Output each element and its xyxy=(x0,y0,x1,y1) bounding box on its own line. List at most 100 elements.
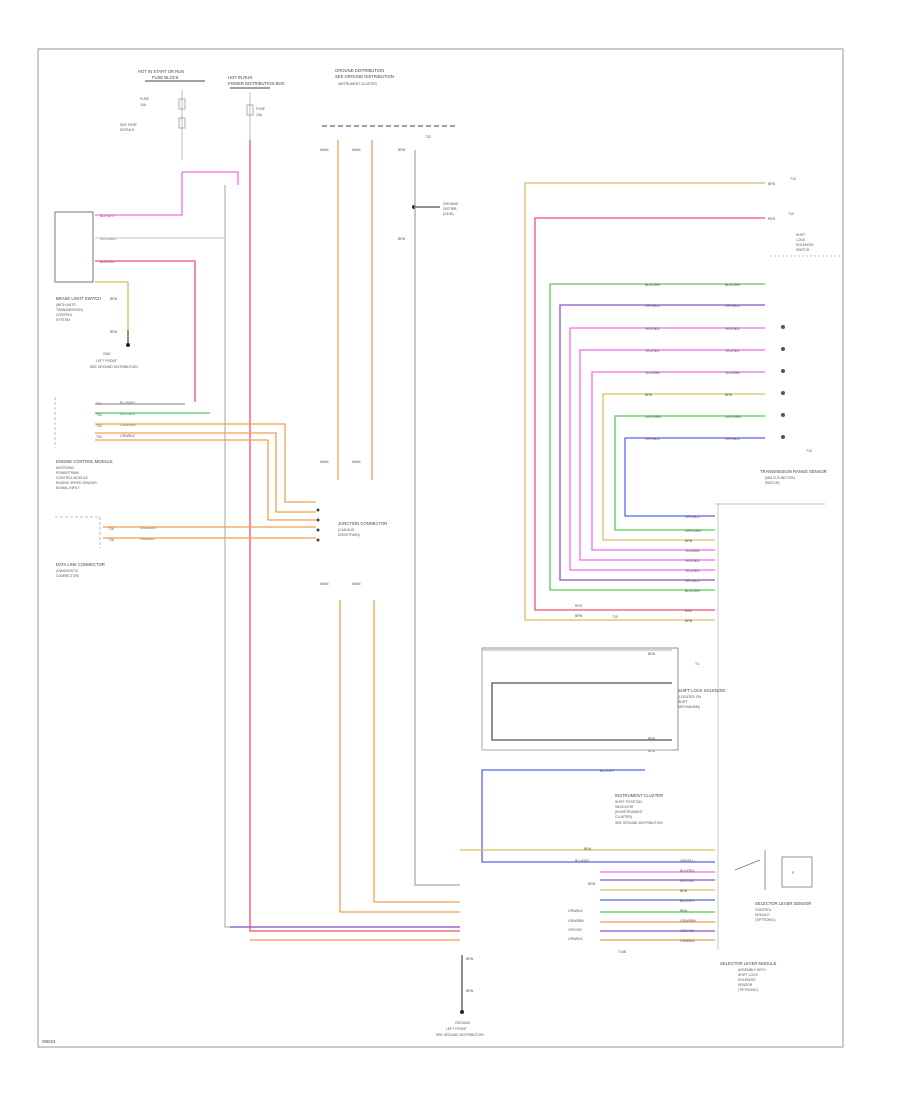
svg-text:SWITCH: SWITCH xyxy=(796,248,810,252)
svg-text:ORN/BLK: ORN/BLK xyxy=(568,909,584,913)
label-junction-connector: JUNCTION CONNECTOR xyxy=(338,521,387,526)
svg-text:ORN/BRN: ORN/BRN xyxy=(140,526,156,530)
svg-text:GRY/BLU: GRY/BLU xyxy=(645,437,660,441)
svg-text:BLU/GRY: BLU/GRY xyxy=(575,859,591,863)
svg-text:T16B: T16B xyxy=(618,950,627,954)
svg-text:SOLENOID: SOLENOID xyxy=(796,243,814,247)
svg-text:DETAILS: DETAILS xyxy=(120,128,135,132)
svg-text:BRN: BRN xyxy=(584,847,592,851)
diagram-id: W6024 xyxy=(42,1039,56,1044)
svg-text:BLK/GRN: BLK/GRN xyxy=(645,283,660,287)
svg-text:ASSEMBLY WITH: ASSEMBLY WITH xyxy=(738,968,766,972)
svg-text:ORN/BLK: ORN/BLK xyxy=(680,939,696,943)
svg-text:BLK/WHT: BLK/WHT xyxy=(100,214,115,218)
svg-text:T10: T10 xyxy=(806,449,812,453)
svg-text:(IN INSTRUMENT: (IN INSTRUMENT xyxy=(615,810,643,814)
svg-text:T16: T16 xyxy=(108,538,114,542)
svg-text:(CAN BUS: (CAN BUS xyxy=(338,528,355,532)
svg-text:T16: T16 xyxy=(108,527,114,531)
svg-text:BRN: BRN xyxy=(110,330,118,334)
wire-labels-right: BRN RED BLK/GRN BLK/GRN GRY/BLU GRY/BLU YE… xyxy=(568,182,776,943)
svg-text:TRANSMISSION): TRANSMISSION) xyxy=(56,308,83,312)
svg-text:BRN: BRN xyxy=(680,909,688,913)
svg-text:YEL/BRN: YEL/BRN xyxy=(725,371,740,375)
svg-text:(G105): (G105) xyxy=(443,212,454,216)
svg-text:CONTROL MODULE: CONTROL MODULE xyxy=(56,476,89,480)
svg-text:ORN/BRN: ORN/BRN xyxy=(568,919,584,923)
junction-connector: JUNCTION CONNECTOR (CAN BUS DRIVETRAIN) … xyxy=(316,460,387,586)
svg-text:INSTRUMENT CLUSTER: INSTRUMENT CLUSTER xyxy=(338,82,377,86)
svg-text:YEL/RED: YEL/RED xyxy=(645,327,660,331)
ground-symbol-center: GROUND DISTRIB. (G105) BRN xyxy=(398,202,459,241)
svg-text:RED: RED xyxy=(685,609,693,613)
label-ground-bottom: GROUND xyxy=(455,1021,471,1025)
label-see-ground: SEE GROUND DISTRIBUTION xyxy=(335,74,394,79)
svg-text:BRN: BRN xyxy=(685,619,693,623)
svg-text:T10: T10 xyxy=(788,212,794,216)
svg-text:GRY/GRN: GRY/GRN xyxy=(100,237,116,241)
svg-text:POWERTRAIN: POWERTRAIN xyxy=(56,471,79,475)
svg-text:T32: T32 xyxy=(425,135,431,139)
svg-text:SOLENOID: SOLENOID xyxy=(738,978,756,982)
svg-text:SHIFT LOCK: SHIFT LOCK xyxy=(738,973,759,977)
svg-text:T4: T4 xyxy=(695,662,699,666)
svg-text:YEL/RED: YEL/RED xyxy=(725,327,740,331)
svg-text:T94: T94 xyxy=(96,424,102,428)
svg-text:FUSE: FUSE xyxy=(256,107,266,111)
svg-text:GRY/BLU: GRY/BLU xyxy=(645,304,660,308)
engine-control-module: ENGINE CONTROL MODULE MOTRONIC POWERTRAI… xyxy=(54,397,136,490)
svg-text:BLK/GRN: BLK/GRN xyxy=(685,589,700,593)
brake-light-switch: BRAKE LIGHT SWITCH (WITH AUTO TRANSMISSI… xyxy=(54,211,118,334)
svg-text:BRN: BRN xyxy=(685,539,693,543)
svg-text:(TIPTRONIC): (TIPTRONIC) xyxy=(738,988,759,992)
svg-text:GRY/VIO: GRY/VIO xyxy=(680,879,694,883)
svg-text:BRN: BRN xyxy=(466,957,474,961)
svg-text:BRN: BRN xyxy=(648,749,656,753)
svg-text:YEL/BRN: YEL/BRN xyxy=(645,371,660,375)
svg-text:SHIFT: SHIFT xyxy=(678,700,688,704)
svg-text:SEE FUSE: SEE FUSE xyxy=(120,123,138,127)
svg-text:T10: T10 xyxy=(612,615,618,619)
svg-text:(WITH AUTO: (WITH AUTO xyxy=(56,303,76,307)
label-shift-lock-solenoid: SHIFT LOCK SOLENOID xyxy=(678,688,725,693)
svg-text:BRN: BRN xyxy=(648,652,656,656)
svg-text:10A: 10A xyxy=(256,113,263,117)
fuse-hot-in-run: HOT IN RUN POWER DISTRIBUTION BOX FUSE 1… xyxy=(228,75,285,160)
svg-text:GRY/WHT: GRY/WHT xyxy=(120,412,136,416)
fuse-block-top-left: HOT IN START OR RUN FUSE BLOCK FUSE 10A … xyxy=(120,69,205,160)
svg-text:DRIVETRAIN): DRIVETRAIN) xyxy=(338,533,360,537)
label-ground-bottom-sub: SEE GROUND DISTRIBUTION xyxy=(436,1033,484,1037)
svg-text:MECHANISM): MECHANISM) xyxy=(678,705,700,709)
svg-text:MAIN: MAIN xyxy=(320,460,329,464)
svg-text:ORN/BLK: ORN/BLK xyxy=(140,537,156,541)
svg-text:(DIAGNOSTIC: (DIAGNOSTIC xyxy=(56,569,79,573)
svg-text:BLU/WHT: BLU/WHT xyxy=(120,401,135,405)
svg-text:GRY/BLU: GRY/BLU xyxy=(685,579,700,583)
svg-text:SYSTEM: SYSTEM xyxy=(56,318,70,322)
svg-text:CONTROL: CONTROL xyxy=(755,908,772,912)
svg-text:BRN: BRN xyxy=(648,737,656,741)
label-fuse-block: FUSE BLOCK xyxy=(152,75,179,80)
svg-text:MOTRONIC: MOTRONIC xyxy=(56,466,75,470)
svg-text:BLU/GRY: BLU/GRY xyxy=(680,899,696,903)
label-transmission-range-sensor: TRANSMISSION RANGE SENSOR xyxy=(760,469,827,474)
svg-text:DISTRIB.: DISTRIB. xyxy=(443,207,457,211)
svg-text:CONTROL: CONTROL xyxy=(56,313,73,317)
svg-text:SENSOR: SENSOR xyxy=(738,983,753,987)
svg-text:T94: T94 xyxy=(96,435,102,439)
svg-text:MAIN: MAIN xyxy=(320,148,329,152)
svg-text:GRY/BLU: GRY/BLU xyxy=(680,859,695,863)
svg-text:GRY/VIO: GRY/VIO xyxy=(568,928,582,932)
svg-text:GRY/GRN: GRY/GRN xyxy=(685,529,701,533)
svg-text:T10: T10 xyxy=(790,177,796,181)
svg-text:BLK/RED: BLK/RED xyxy=(680,869,695,873)
label-engine-control-module: ENGINE CONTROL MODULE xyxy=(56,459,113,464)
svg-text:INDICATOR: INDICATOR xyxy=(615,805,634,809)
svg-text:ENGINE SPEED SENSOR: ENGINE SPEED SENSOR xyxy=(56,481,97,485)
svg-text:LEFT FRONT: LEFT FRONT xyxy=(446,1027,467,1031)
label-selector-lever-sensor: SELECTOR LEVER SENSOR xyxy=(755,901,811,906)
svg-text:(TIPTRONIC): (TIPTRONIC) xyxy=(755,918,776,922)
svg-text:BRN: BRN xyxy=(645,393,653,397)
svg-text:SHIFT POSITION: SHIFT POSITION xyxy=(615,800,642,804)
